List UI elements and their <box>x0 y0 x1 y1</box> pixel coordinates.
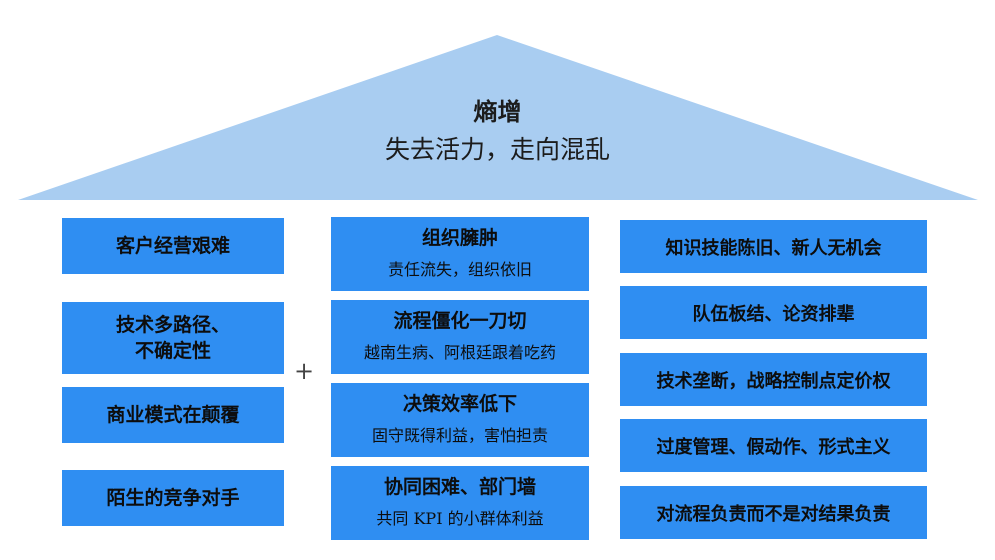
left-box-label: 陌生的竞争对手 <box>106 487 240 509</box>
plus-sign: + <box>294 357 315 385</box>
right-box-over-management: 过度管理、假动作、形式主义 <box>620 419 927 472</box>
center-box-bloated: 组织臃肿 责任流失，组织依旧 <box>331 217 589 291</box>
right-box-label: 技术垄断，战略控制点定价权 <box>656 370 891 392</box>
center-box-subtitle: 固守既得利益，害怕担责 <box>371 426 548 445</box>
center-box-low-efficiency: 决策效率低下 固守既得利益，害怕担责 <box>331 383 589 457</box>
right-box-label: 队伍板结、论资排辈 <box>692 303 855 325</box>
center-box-title: 组织臃肿 <box>421 227 498 249</box>
roof-subtitle: 失去活力，走向混乱 <box>384 135 610 164</box>
right-box-seniority: 队伍板结、论资排辈 <box>620 286 927 339</box>
center-box-title: 流程僵化一刀切 <box>393 310 527 332</box>
center-box-subtitle: 越南生病、阿根廷跟着吃药 <box>363 343 556 362</box>
right-box-label: 知识技能陈旧、新人无机会 <box>665 237 882 259</box>
right-box-label: 对流程负责而不是对结果负责 <box>656 503 891 525</box>
center-box-title: 协同困难、部门墙 <box>383 476 536 498</box>
center-box-rigid-process: 流程僵化一刀切 越南生病、阿根廷跟着吃药 <box>331 300 589 374</box>
right-box-label: 过度管理、假动作、形式主义 <box>656 436 891 458</box>
left-box-technology: 技术多路径、 不确定性 <box>62 302 284 374</box>
roof-title: 熵增 <box>473 98 522 126</box>
left-box-label: 客户经营艰难 <box>115 235 230 257</box>
center-box-subtitle: 共同 KPI 的小群体利益 <box>376 509 544 528</box>
right-box-outdated-skills: 知识技能陈旧、新人无机会 <box>620 220 927 273</box>
left-box-label: 商业模式在颠覆 <box>106 404 240 426</box>
right-box-process-responsibility: 对流程负责而不是对结果负责 <box>620 486 927 539</box>
right-box-monopoly: 技术垄断，战略控制点定价权 <box>620 353 927 406</box>
roof-triangle <box>18 35 978 200</box>
roof-shape <box>18 35 978 200</box>
left-box-business-model: 商业模式在颠覆 <box>62 387 284 443</box>
left-box-label: 技术多路径、 不确定性 <box>115 314 230 362</box>
left-box-competitor: 陌生的竞争对手 <box>62 470 284 526</box>
left-box-customer: 客户经营艰难 <box>62 218 284 274</box>
center-box-collaboration: 协同困难、部门墙 共同 KPI 的小群体利益 <box>331 466 589 540</box>
center-box-title: 决策效率低下 <box>402 393 517 415</box>
center-box-subtitle: 责任流失，组织依旧 <box>387 260 532 279</box>
